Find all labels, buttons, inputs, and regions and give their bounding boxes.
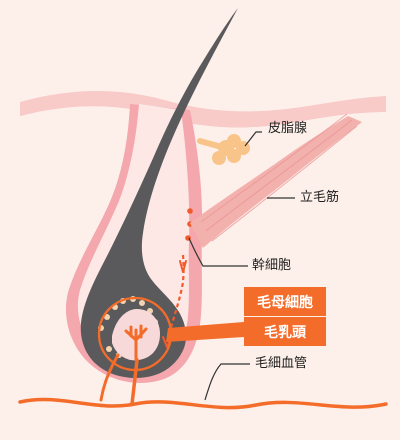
papilla-blood-vessel (124, 324, 148, 362)
capillary-label: 毛細血管 (255, 356, 308, 371)
callout-pointer (166, 322, 244, 342)
migration-arrow-1 (179, 260, 187, 273)
sebaceous-gland (197, 134, 250, 165)
capillary-horizontal (18, 397, 388, 410)
arrector-pili-stripes (200, 113, 358, 242)
leader-capillary (204, 363, 250, 401)
arrector-pili-muscle (190, 116, 362, 248)
epidermis-top-band (20, 91, 386, 128)
sebaceous-gland-label: 皮脂腺 (268, 121, 308, 136)
hair-matrix-cell-label: 毛母細胞 (244, 287, 326, 316)
capillary-vertical (130, 358, 139, 406)
leader-stem-cell (188, 237, 248, 267)
arrector-pili-label: 立毛筋 (300, 190, 340, 205)
capillary-left-branch (99, 353, 120, 402)
migration-dotted-line (164, 254, 185, 346)
stem-cell-label: 幹細胞 (252, 258, 292, 273)
hair-shaft (80, 8, 239, 378)
leader-sebaceous-gland (244, 131, 262, 147)
dermal-papilla-label: 毛乳頭 (244, 317, 326, 346)
